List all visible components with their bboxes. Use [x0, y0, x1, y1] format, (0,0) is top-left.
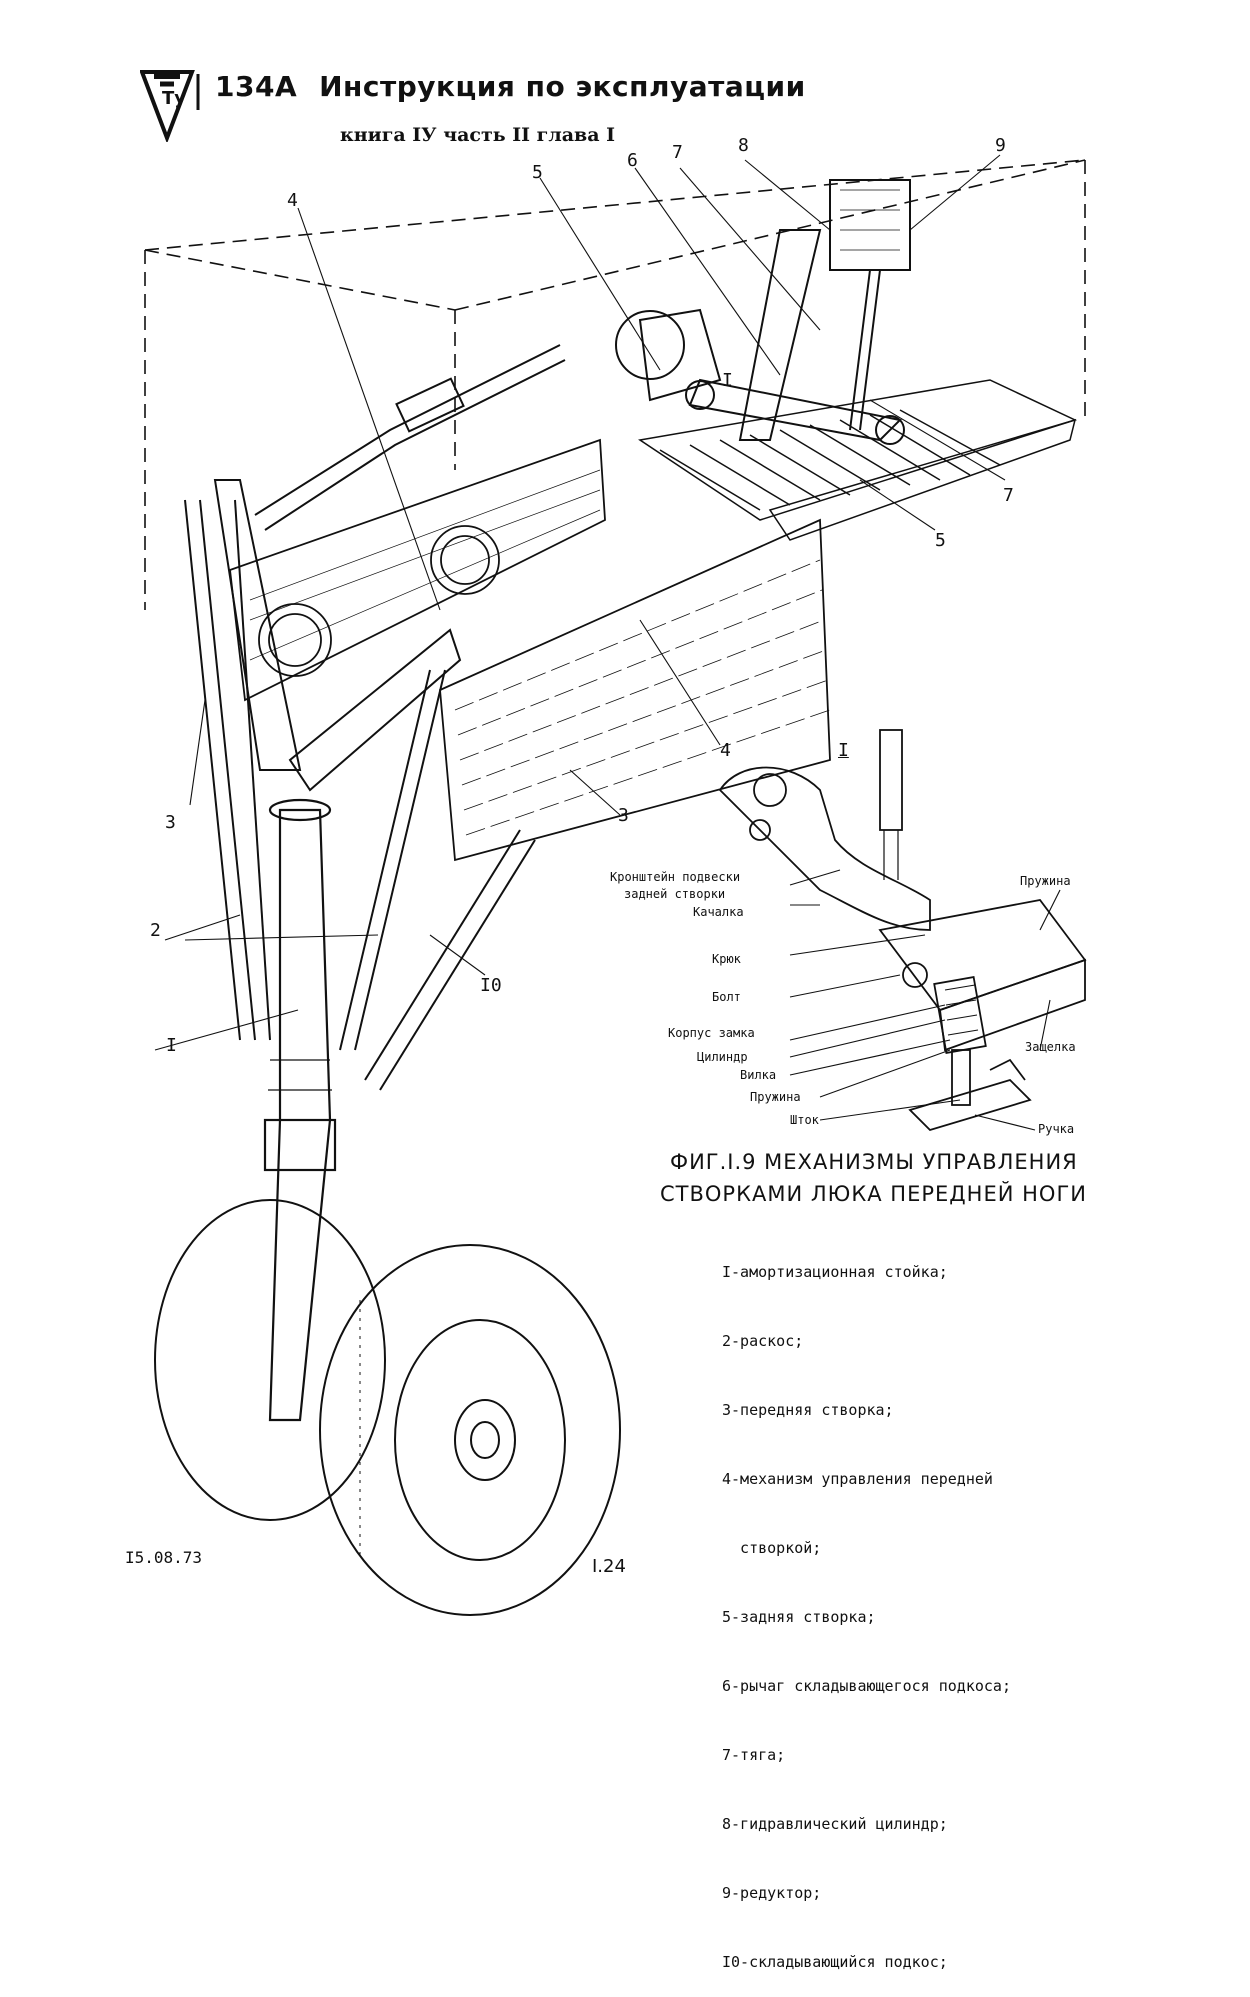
callout-6: 6: [627, 150, 638, 171]
caption-handle: Ручка: [1038, 1122, 1075, 1136]
callout-4-right: 4: [720, 740, 731, 761]
drag-brace: [184, 479, 462, 1051]
legend-item: 4-механизм управления передней: [722, 1470, 993, 1488]
aircraft-model: 134А: [215, 70, 298, 103]
caption-fork: Вилка: [740, 1068, 777, 1082]
aft-door-panels: [638, 379, 1078, 541]
caption-spring-top: Пружина: [1020, 874, 1071, 888]
callout-2: 2: [150, 920, 161, 941]
caption-bracket-line2: задней створки: [624, 887, 726, 901]
legend-item: 3-передняя створка;: [722, 1401, 894, 1419]
svg-text:Ту: Ту: [162, 88, 186, 109]
callout-detail-ref: I: [722, 370, 733, 391]
document-title: 134А Инструкция по эксплуатации: [215, 70, 806, 103]
caption-rocker: Качалка: [693, 905, 744, 919]
callout-9: 9: [995, 135, 1006, 156]
link-rod: [685, 378, 905, 445]
callout-10: I0: [480, 975, 502, 996]
nose-well-outline: [144, 159, 1086, 610]
folding-strut: [364, 829, 536, 1091]
callout-3-left: 3: [165, 812, 176, 833]
legend-item: 6-рычаг складывающегося подкоса;: [722, 1677, 1011, 1695]
callout-1: I: [166, 1035, 177, 1056]
detail-label: I: [838, 740, 849, 761]
caption-cylinder: Цилиндр: [697, 1050, 748, 1064]
figure-title-line1: ФИГ.I.9 МЕХАНИЗМЫ УПРАВЛЕНИЯ: [670, 1150, 1078, 1174]
caption-bolt: Болт: [712, 990, 741, 1004]
callout-5-top: 5: [532, 162, 543, 183]
legend-item: 7-тяга;: [722, 1746, 786, 1764]
caption-rod: Шток: [790, 1113, 819, 1127]
document-subtitle: книга IУ часть II глава I: [340, 124, 616, 146]
tupolev-logo: Ту: [139, 68, 206, 144]
nose-wheels: [154, 1199, 621, 1616]
caption-lock-body: Корпус замка: [668, 1026, 755, 1040]
figure-legend: I-амортизационная стойка; 2-раскос; 3-пе…: [722, 1215, 1011, 1997]
document-title-text: Инструкция по эксплуатации: [319, 70, 806, 103]
callout-4-top: 4: [287, 190, 298, 211]
callout-8: 8: [738, 135, 749, 156]
rear-door-panel: [229, 438, 606, 702]
hydraulic-cylinder: [738, 179, 911, 441]
callout-leaders: [154, 154, 1061, 1131]
callout-7-right: 7: [1003, 485, 1014, 506]
landing-gear-drawing: [144, 154, 1087, 1616]
revision-date: I5.08.73: [125, 1548, 203, 1567]
figure-title-line2: СТВОРКАМИ ЛЮКА ПЕРЕДНЕЙ НОГИ: [660, 1182, 1087, 1206]
detail-lock-mechanism: [718, 729, 1087, 1132]
legend-item: створкой;: [722, 1539, 822, 1557]
caption-latch: Защелка: [1025, 1040, 1076, 1054]
caption-hook: Крюк: [712, 952, 741, 966]
page-number: I.24: [592, 1556, 626, 1577]
legend-item: I-амортизационная стойка;: [722, 1263, 948, 1281]
front-door-panel: [439, 518, 831, 862]
callout-7-top: 7: [672, 142, 683, 163]
caption-bracket-line1: Кронштейн подвески: [610, 870, 741, 884]
caption-spring: Пружина: [750, 1090, 801, 1104]
legend-item: I0-складывающийся подкос;: [722, 1953, 948, 1971]
shock-absorber-strut: [263, 798, 337, 1422]
retraction-strut: [254, 308, 722, 531]
legend-item: 8-гидравлический цилиндр;: [722, 1815, 948, 1833]
callout-5-right: 5: [935, 530, 946, 551]
legend-item: 5-задняя створка;: [722, 1608, 876, 1626]
legend-item: 2-раскос;: [722, 1332, 804, 1350]
legend-item: 9-редуктор;: [722, 1884, 822, 1902]
callout-3-right: 3: [618, 805, 629, 826]
